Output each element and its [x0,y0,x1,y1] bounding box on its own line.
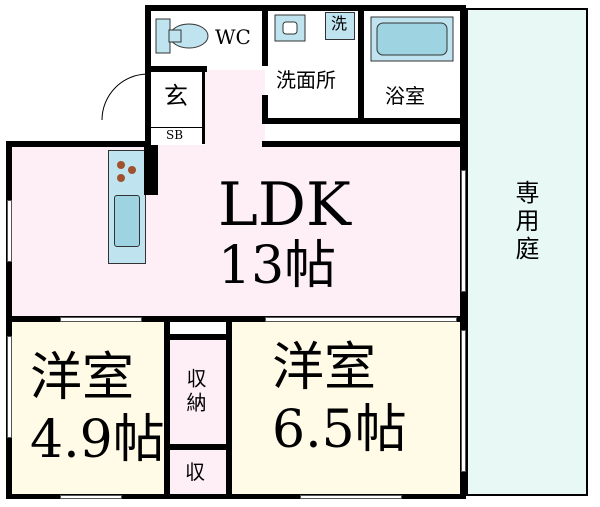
entrance [150,72,202,127]
sink-icon [114,195,140,247]
ldk-room [12,145,464,318]
private-garden [466,8,588,496]
storage-1-label: 収納 [183,368,207,416]
window [461,330,466,472]
wall [226,322,232,497]
storage-1 [170,340,226,444]
wall [262,95,268,123]
wall [6,494,466,499]
wall [164,322,170,497]
wall [164,444,232,450]
western-room-2 [232,322,464,494]
hallway [205,70,265,145]
window [7,336,12,438]
wall [262,8,268,66]
western-room-1 [12,322,164,494]
laundry-label: 洗 [331,14,348,33]
wall [164,334,232,340]
ldk-name: LDK [218,170,351,240]
window [60,495,122,499]
shoebox [150,127,202,144]
storage-2-label: 収 [185,460,205,484]
window [7,200,12,262]
wall [202,72,205,144]
wc-label: WC [215,25,251,49]
window [300,495,402,499]
storage-2 [170,450,226,494]
wall [145,66,207,72]
ldk-size: 13帖 [218,236,337,296]
wall [460,5,466,145]
shoebox-label: SB [166,128,184,142]
washroom-label: 洗面所 [276,68,336,92]
western-room-1-size: 4.9帖 [30,410,165,470]
stove-icon [112,158,140,188]
entrance-label: 玄 [164,82,188,110]
entrance-door [96,72,150,122]
wall [145,5,151,67]
laundry-box [325,12,355,40]
wall [6,141,151,147]
bath-label: 浴室 [385,84,425,108]
toilet-icon [155,18,210,54]
wall [358,8,364,124]
window [461,170,466,292]
wall [6,316,466,322]
private-garden-label: 専用庭 [511,180,539,264]
wall [145,72,151,144]
window [265,317,457,322]
western-room-2-size: 6.5帖 [272,400,407,460]
wall [262,118,466,124]
western-room-1-name: 洋室 [30,348,135,408]
bathtub-icon [370,16,454,62]
window [60,317,142,322]
wall [262,141,466,147]
wall [145,5,466,11]
western-room-2-name: 洋室 [272,338,377,398]
kitchen-wall-stub [144,145,158,195]
wash-basin-icon [274,14,306,42]
